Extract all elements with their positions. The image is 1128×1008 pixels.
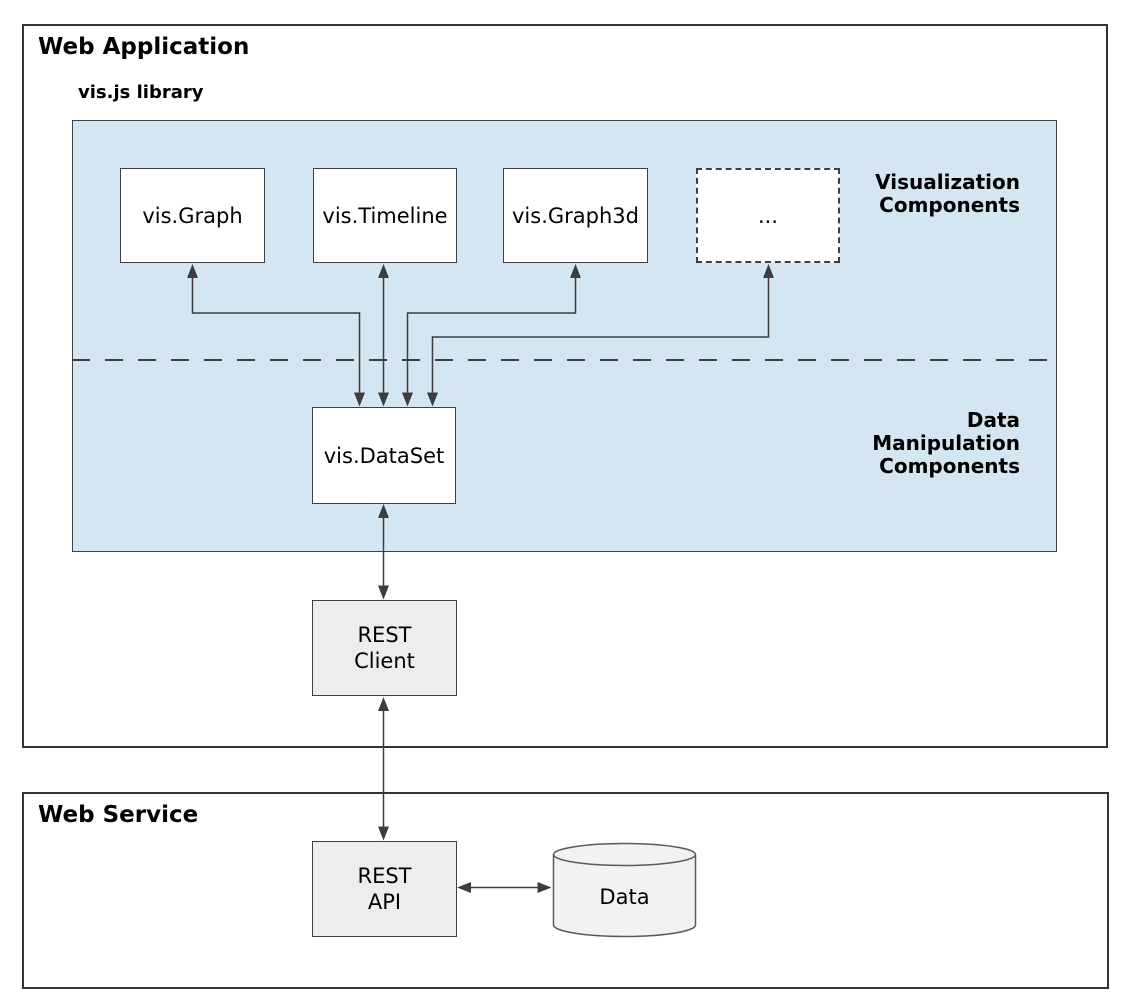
node-vis-graph: vis.Graph — [120, 168, 265, 263]
web-application-container: Web Application — [22, 24, 1108, 748]
web-service-title: Web Service — [38, 802, 199, 828]
node-vis-timeline: vis.Timeline — [313, 168, 457, 263]
web-service-container: Web Service — [22, 792, 1109, 989]
node-rest-client: REST Client — [312, 600, 457, 696]
visualization-components-label: Visualization Components — [875, 170, 1020, 217]
data-manipulation-components-label: Data Manipulation Components — [872, 408, 1020, 478]
web-application-title: Web Application — [38, 34, 250, 60]
node-data-store: Data — [552, 842, 697, 938]
node-more-components-placeholder: ... — [696, 168, 840, 263]
database-cylinder-icon — [552, 842, 697, 938]
node-vis-graph3d: vis.Graph3d — [503, 168, 648, 263]
node-vis-dataset: vis.DataSet — [312, 407, 456, 504]
visjs-library-label: vis.js library — [78, 82, 204, 103]
data-store-label: Data — [599, 885, 650, 909]
node-rest-api: REST API — [312, 841, 457, 937]
